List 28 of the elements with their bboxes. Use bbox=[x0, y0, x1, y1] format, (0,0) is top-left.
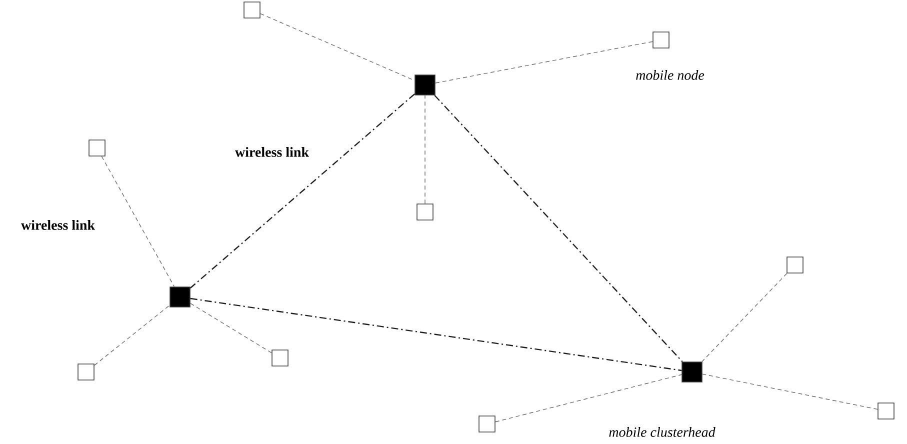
node-caption: mobile clusterhead bbox=[609, 427, 716, 437]
mobile-node-square bbox=[786, 256, 804, 274]
clusterhead-square bbox=[170, 286, 190, 308]
mobile-node-square bbox=[88, 140, 106, 156]
mobile-node-square bbox=[878, 402, 894, 420]
link-line bbox=[702, 273, 788, 362]
link-line bbox=[190, 298, 682, 372]
clusterhead-square bbox=[414, 74, 436, 96]
mobile-node-square bbox=[416, 204, 434, 220]
link-line bbox=[434, 94, 683, 362]
mobile-node-square bbox=[652, 32, 670, 48]
link-line bbox=[94, 304, 170, 366]
link-line bbox=[435, 41, 653, 84]
clusterhead-square bbox=[682, 362, 702, 382]
edge-label: wireless link bbox=[20, 219, 96, 231]
node-caption: mobile node bbox=[636, 70, 704, 80]
edge-label: wireless link bbox=[234, 146, 310, 158]
link-line bbox=[260, 13, 415, 81]
link-line bbox=[424, 95, 426, 204]
link-line bbox=[495, 374, 682, 422]
link-line bbox=[702, 374, 878, 410]
mobile-node-square bbox=[272, 350, 288, 366]
mobile-node-square bbox=[78, 364, 94, 380]
link-line bbox=[190, 94, 415, 288]
mobile-node-square bbox=[478, 416, 496, 432]
link-line bbox=[190, 302, 272, 354]
link-line bbox=[101, 156, 175, 287]
mobile-node-square bbox=[244, 2, 260, 18]
